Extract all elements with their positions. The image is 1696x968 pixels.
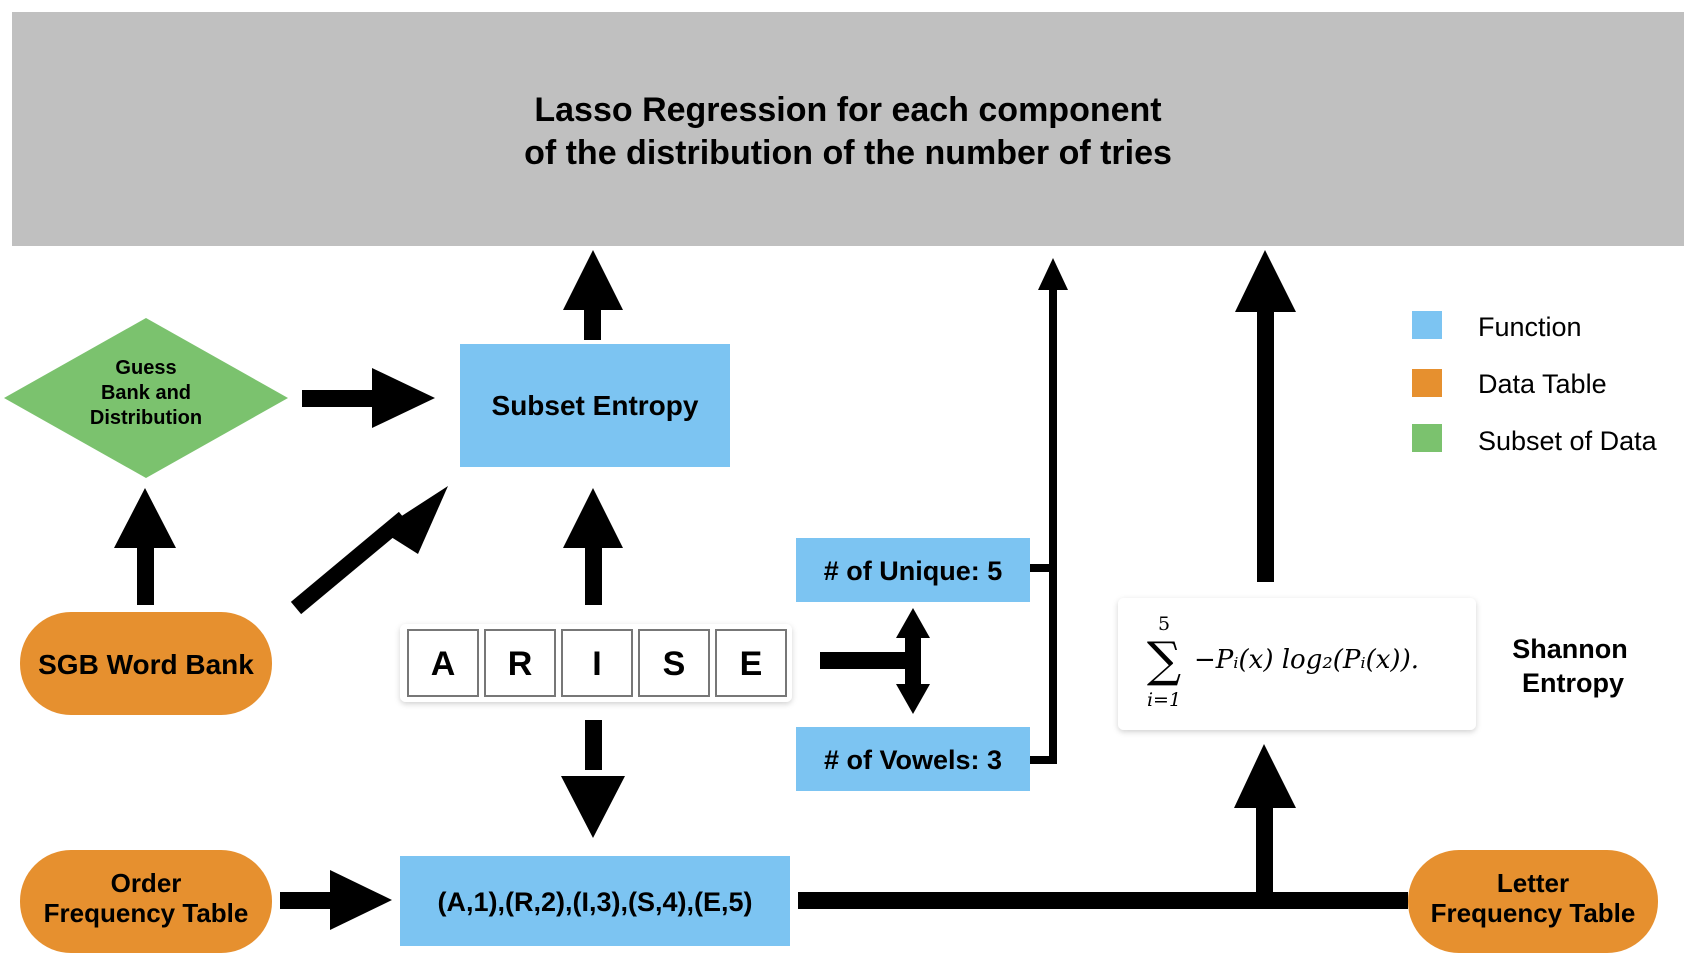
connectors xyxy=(114,250,1408,930)
letter-frequency-line2: Frequency Table xyxy=(1431,898,1636,928)
legend-label-subset-of-data: Subset of Data xyxy=(1478,426,1658,456)
order-frequency-line2: Frequency Table xyxy=(44,898,249,928)
arrow-shannon-to-banner-head xyxy=(1235,250,1296,312)
arrow-counts-up-head xyxy=(896,608,930,638)
arrow-word-to-pairs-shaft xyxy=(585,720,602,770)
word-tiles: A R I S E xyxy=(400,624,792,702)
word-tile xyxy=(638,629,710,697)
banner-box xyxy=(12,12,1684,246)
word-tile-letter: A xyxy=(431,645,456,683)
formula-lower-limit: i=1 xyxy=(1147,689,1181,711)
unique-count-label: # of Unique: 5 xyxy=(824,556,1003,586)
formula-upper-limit: 5 xyxy=(1158,613,1170,635)
vowel-count-node: # of Vowels: 3 xyxy=(796,727,1030,791)
order-frequency-pill xyxy=(20,850,272,953)
arrow-word-to-counts-shaft xyxy=(820,652,912,669)
legend-label-data-table: Data Table xyxy=(1478,369,1607,399)
legend: Function Data Table Subset of Data xyxy=(1412,311,1658,456)
unique-count-node: # of Unique: 5 xyxy=(796,538,1030,602)
unique-count-box xyxy=(796,538,1030,602)
order-frequency-line1: Order xyxy=(111,868,182,898)
shannon-formula-node: 5 ∑ i=1 −Pᵢ(x) log₂(Pᵢ(x)). xyxy=(1118,598,1476,730)
word-tile-letter: E xyxy=(740,645,763,683)
letter-frequency-line1: Letter xyxy=(1497,868,1569,898)
shannon-formula-card xyxy=(1118,598,1476,730)
legend-swatch-function xyxy=(1412,311,1442,339)
word-tile xyxy=(561,629,633,697)
legend-label-function: Function xyxy=(1478,312,1582,342)
arrow-line-to-shannon-shaft xyxy=(1256,790,1273,900)
word-tile xyxy=(407,629,479,697)
formula-body: −Pᵢ(x) log₂(Pᵢ(x)). xyxy=(1194,645,1419,675)
subset-entropy-box xyxy=(460,344,730,467)
guess-bank-line3: Distribution xyxy=(90,407,202,429)
vowel-count-box xyxy=(796,727,1030,791)
arrow-word-to-entropy-shaft xyxy=(585,540,602,605)
subset-entropy-label: Subset Entropy xyxy=(492,390,699,421)
connector-pairs-to-letter xyxy=(798,892,1408,909)
word-tile-letter: S xyxy=(663,645,686,683)
letter-position-pairs-label: (A,1),(R,2),(I,3),(S,4),(E,5) xyxy=(437,887,752,917)
word-tile xyxy=(484,629,556,697)
word-tile-letter: R xyxy=(508,645,533,683)
arrow-order-to-pairs-head xyxy=(330,870,392,930)
sgb-word-bank-label: SGB Word Bank xyxy=(38,649,254,680)
arrow-counts-to-banner-shaft xyxy=(1049,278,1057,526)
arrow-entropy-to-banner-head xyxy=(563,250,623,310)
guess-bank-line2: Bank and xyxy=(101,382,191,404)
legend-swatch-subset-of-data xyxy=(1412,424,1442,452)
banner-title-line2: of the distribution of the number of tri… xyxy=(524,134,1172,172)
shannon-entropy-line1: Shannon xyxy=(1512,634,1628,664)
sgb-word-bank-pill xyxy=(20,612,272,715)
letter-position-pairs-node: (A,1),(R,2),(I,3),(S,4),(E,5) xyxy=(400,856,790,946)
arrow-line-to-shannon-head xyxy=(1234,744,1296,808)
arrow-word-to-entropy-head xyxy=(563,488,623,548)
connector-counts-vertical xyxy=(1049,524,1057,764)
arrow-order-to-pairs-shaft xyxy=(280,892,345,909)
banner-title-line1: Lasso Regression for each component xyxy=(534,91,1161,129)
arrow-sgb-to-entropy-head xyxy=(380,486,448,554)
formula-sigma: ∑ xyxy=(1147,632,1181,688)
guess-bank-line1: Guess xyxy=(115,357,176,379)
arrow-guess-to-entropy-shaft xyxy=(302,390,382,407)
word-tile xyxy=(715,629,787,697)
arrow-word-to-pairs-head xyxy=(561,776,625,838)
shannon-entropy-line2: Entropy xyxy=(1522,668,1624,698)
letter-frequency-pill xyxy=(1408,850,1658,953)
legend-swatch-data-table xyxy=(1412,369,1442,397)
arrow-shannon-to-banner-shaft xyxy=(1257,300,1274,582)
arrow-guess-to-entropy-head xyxy=(372,368,435,428)
arrow-sgb-to-guess-head xyxy=(114,488,176,548)
arrow-counts-double-shaft xyxy=(905,622,921,698)
guess-bank-diamond xyxy=(4,318,288,478)
subset-entropy-node: Subset Entropy xyxy=(460,344,730,467)
sgb-word-bank-node: SGB Word Bank xyxy=(20,612,272,715)
letter-position-pairs-box xyxy=(400,856,790,946)
letter-frequency-node: Letter Frequency Table xyxy=(1408,850,1658,953)
vowel-count-label: # of Vowels: 3 xyxy=(824,745,1002,775)
guess-bank-node: Guess Bank and Distribution xyxy=(4,318,288,478)
arrow-counts-down-head xyxy=(896,684,930,714)
arrow-sgb-to-guess-shaft xyxy=(137,540,154,605)
word-tile-letter: I xyxy=(592,645,601,683)
arrow-counts-to-banner-head xyxy=(1038,258,1068,290)
order-frequency-node: Order Frequency Table xyxy=(20,850,272,953)
